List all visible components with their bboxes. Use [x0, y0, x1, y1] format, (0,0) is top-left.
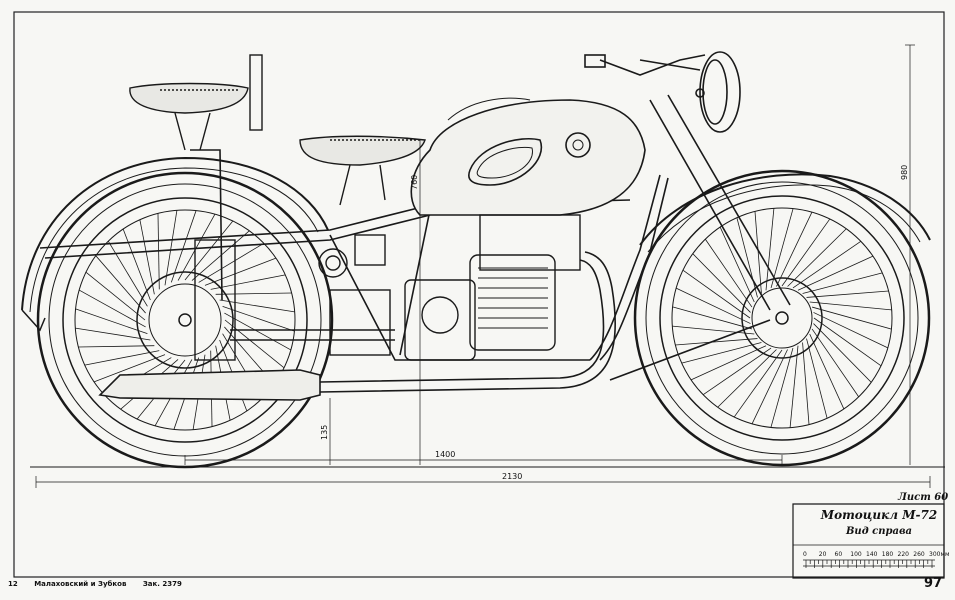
spoke: [797, 255, 874, 291]
spoke: [690, 345, 767, 381]
rear-wheel: [36, 171, 334, 469]
spoke: [177, 213, 216, 281]
sheet-frame: [13, 11, 945, 578]
dim-overall-height: 980: [900, 165, 909, 180]
spoke: [776, 211, 813, 287]
scale-label: 300мм: [929, 551, 950, 558]
scale-label: 260: [913, 551, 925, 558]
scale-label: 180: [882, 551, 894, 558]
page-number: 97: [924, 576, 943, 591]
scale-label: 140: [866, 551, 878, 558]
spoke: [781, 218, 831, 287]
front-fork: [584, 51, 791, 381]
sheet-label: Лист 60: [898, 492, 949, 503]
spoke: [75, 327, 151, 341]
footer-marker: 12: [8, 580, 18, 588]
spoke: [210, 274, 286, 290]
spoke: [198, 242, 265, 283]
spoke: [806, 338, 828, 419]
fuel-tank: [410, 97, 646, 216]
spoke: [717, 349, 777, 408]
spoke: [215, 292, 292, 295]
spoke: [184, 220, 234, 281]
drawing-subtitle: Вид справа: [845, 526, 913, 537]
spoke: [802, 342, 810, 425]
spoke: [93, 354, 166, 383]
spoke: [754, 211, 762, 294]
spoke: [78, 345, 155, 348]
spoke: [107, 240, 148, 307]
spoke: [811, 306, 892, 330]
spoke: [84, 350, 160, 366]
spoke: [219, 299, 295, 313]
dim-seat-height: 760: [410, 175, 419, 190]
frame: [39, 149, 669, 361]
spoke: [692, 253, 751, 313]
spoke: [789, 345, 799, 428]
spoke: [704, 238, 753, 308]
spoke: [681, 342, 762, 364]
spoke: [770, 347, 794, 428]
spoke: [736, 217, 758, 298]
spoke: [75, 308, 148, 335]
spoke: [78, 289, 146, 328]
spoke: [770, 208, 794, 289]
spoke: [170, 210, 197, 283]
dimension-lines: [35, 44, 931, 488]
spoke: [765, 208, 775, 291]
spoke: [85, 271, 146, 321]
footer-order: Зак. 2379: [142, 580, 182, 588]
scale-bar: [803, 559, 935, 568]
spoke: [719, 226, 755, 303]
dim-wheelbase: 1400: [435, 450, 455, 459]
spoke: [682, 269, 751, 319]
spoke: [164, 210, 178, 286]
engine: [194, 214, 581, 361]
front-wheel: [633, 169, 931, 467]
spoke: [813, 312, 889, 349]
rear-fender: [21, 156, 329, 311]
spoke: [95, 255, 146, 314]
scale-label: 220: [898, 551, 910, 558]
pillion-seat: [129, 54, 263, 151]
spoke: [802, 272, 883, 294]
spoke: [733, 349, 783, 418]
dim-overall-length: 2130: [502, 472, 522, 481]
scale-label: 60: [835, 551, 843, 558]
dim-ground-clearance: 135: [320, 425, 329, 440]
spoke: [204, 257, 277, 286]
footer-authors: Малаховский и Зубков: [34, 580, 127, 588]
scale-label: 20: [819, 551, 827, 558]
spoke: [809, 301, 892, 311]
front-fender: [639, 173, 931, 246]
title-block: [792, 503, 945, 579]
spoke: [813, 317, 882, 367]
spoke: [787, 228, 847, 287]
spoke: [139, 219, 155, 295]
spoke: [672, 306, 753, 330]
spoke: [672, 325, 755, 335]
exhaust: [98, 251, 617, 401]
spoke: [792, 240, 862, 289]
spoke: [122, 228, 151, 301]
spoke: [806, 290, 889, 298]
spoke: [675, 287, 751, 324]
spoke: [809, 333, 845, 410]
drawing-title: Мотоцикл М-72: [820, 508, 938, 522]
scale-label: 0: [803, 551, 807, 558]
spoke: [811, 328, 860, 398]
rider-seat: [299, 135, 426, 206]
footer-left: 12 Малаховский и Зубков Зак. 2379: [8, 580, 196, 588]
spoke: [702, 347, 772, 396]
scale-label: 100: [850, 551, 862, 558]
spoke: [813, 323, 872, 383]
spoke: [675, 338, 758, 346]
spoke: [751, 349, 788, 425]
